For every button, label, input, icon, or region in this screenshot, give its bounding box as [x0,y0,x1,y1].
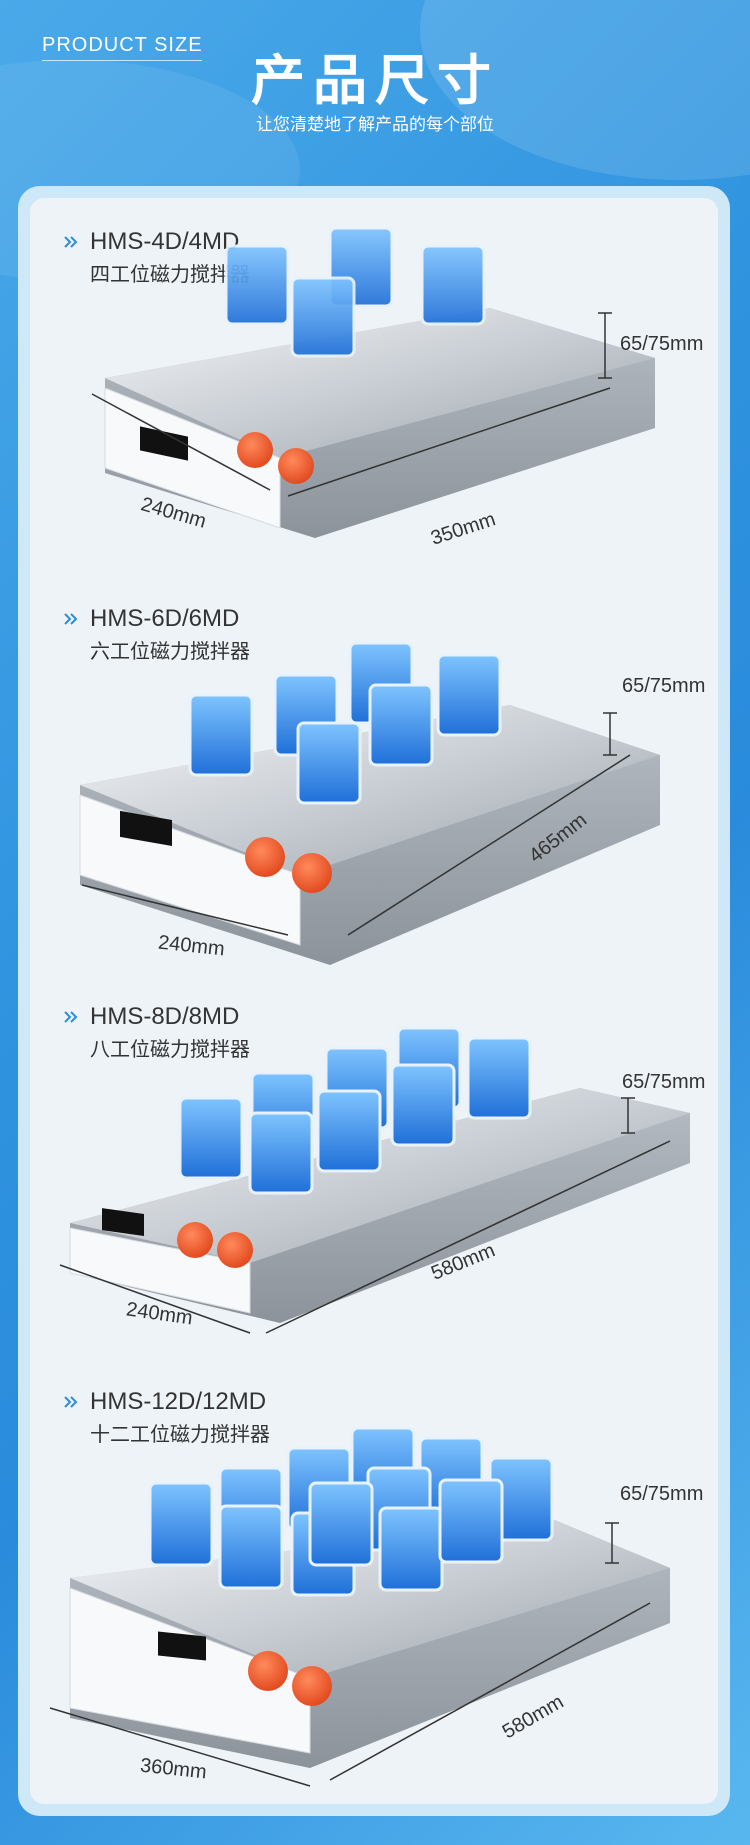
double-arrow-icon [64,1396,78,1408]
product-section-8: HMS-8D/8MD 八工位磁力搅拌器 [30,1003,718,1375]
model-name: HMS-4D/4MD [90,228,240,255]
double-arrow-icon [64,236,78,248]
model-description: 十二工位磁力搅拌器 [90,1422,270,1446]
model-description: 六工位磁力搅拌器 [90,639,250,663]
page-title: 产品尺寸 [251,49,499,112]
stirrer-illustration [91,228,655,538]
stirrer-illustration [79,641,660,965]
height-dimension: 65/75mm [622,1071,706,1093]
header-banner: PRODUCT SIZE 产品尺寸 让您清楚地了解产品的每个部位 [0,0,750,280]
height-dimension: 65/75mm [620,1483,704,1505]
model-name: HMS-12D/12MD [90,1388,267,1415]
beakers [178,1026,532,1195]
product-section-12: HMS-12D/12MD 十二工位磁力搅拌器 [30,1388,718,1808]
double-arrow-icon [64,1011,78,1023]
beakers [148,1426,554,1597]
beakers [188,641,502,805]
beakers [224,228,486,358]
height-dimension: 65/75mm [622,675,706,697]
eyebrow-underline [42,60,202,61]
product-section-4: HMS-4D/4MD 四工位磁力搅拌器 [30,228,718,598]
model-description: 四工位磁力搅拌器 [90,262,250,286]
model-name: HMS-6D/6MD [90,605,240,632]
eyebrow-label: PRODUCT SIZE [42,34,203,56]
double-arrow-icon [64,613,78,625]
stirrer-illustration [49,1426,670,1787]
stirrer-illustration [59,1026,690,1334]
model-description: 八工位磁力搅拌器 [90,1037,250,1061]
page-subtitle: 让您清楚地了解产品的每个部位 [256,115,494,135]
height-dimension: 65/75mm [620,333,704,355]
model-name: HMS-8D/8MD [90,1003,240,1030]
product-section-6: HMS-6D/6MD 六工位磁力搅拌器 65/75mm [30,605,718,995]
